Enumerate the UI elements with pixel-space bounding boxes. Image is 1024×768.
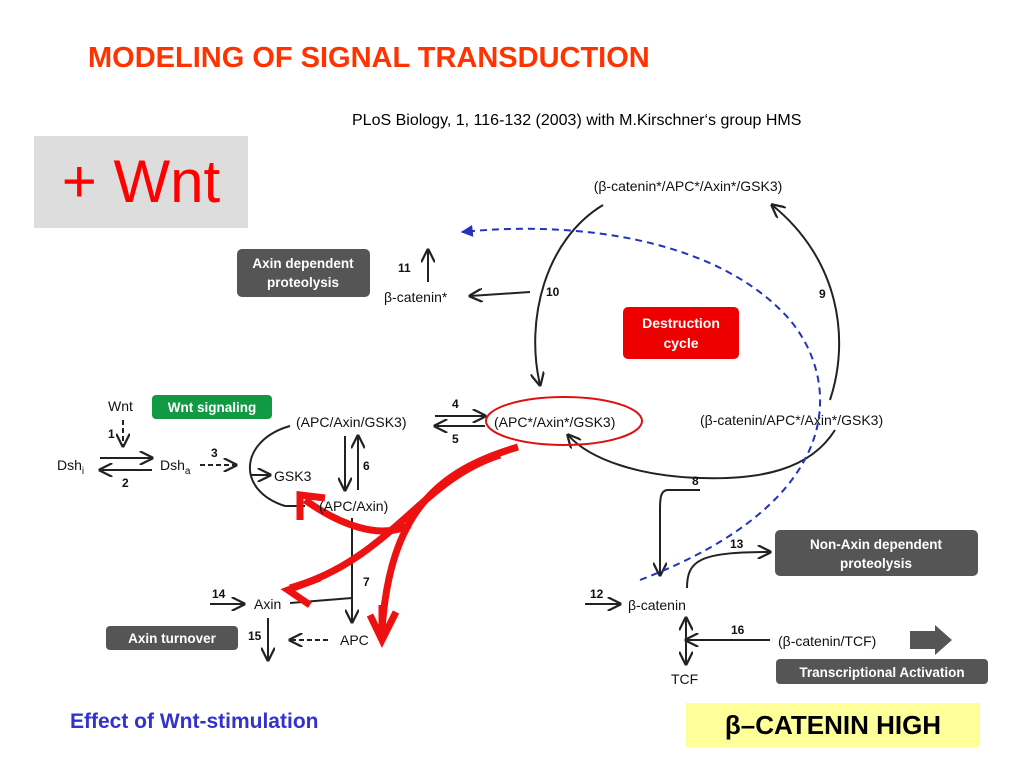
reaction-8: 8 (692, 474, 699, 488)
species-apc: APC (340, 632, 369, 648)
reaction-13: 13 (730, 537, 744, 551)
species-dsh-a: Dsha (160, 457, 191, 477)
reaction-5: 5 (452, 432, 459, 446)
reaction-2: 2 (122, 476, 129, 490)
red-arrow-axin (289, 451, 502, 592)
axin-dependent-line1: Axin dependent (252, 256, 354, 271)
arrow-13 (686, 552, 770, 589)
non-axin-box (775, 530, 978, 576)
wnt-signaling-box (152, 395, 272, 419)
highlight-ellipse (485, 396, 643, 446)
arrow-8 (660, 489, 700, 575)
non-axin-line2: proteolysis (840, 556, 912, 571)
beta-catenin-high-label: β–CATENIN HIGH (686, 703, 980, 747)
reaction-14: 14 (212, 587, 226, 601)
species-wnt: Wnt (108, 398, 133, 414)
axin-turnover-label: Axin turnover (128, 631, 217, 646)
slide-title: MODELING OF SIGNAL TRANSDUCTION (88, 42, 650, 74)
species-dsh-i: Dshi (57, 457, 84, 477)
arc-8 (568, 429, 836, 480)
reaction-1: 1 (108, 427, 115, 441)
non-axin-line1: Non-Axin dependent (810, 537, 942, 552)
species-axin: Axin (254, 596, 281, 612)
wnt-inhibition-path (460, 224, 821, 581)
transcriptional-label: Transcriptional Activation (799, 665, 964, 680)
arc-10 (535, 204, 604, 385)
destruction-line1: Destruction (642, 315, 720, 331)
axin-turnover-box (106, 626, 238, 650)
transcriptional-box (776, 659, 988, 684)
destruction-cycle-box (623, 307, 739, 359)
reaction-15: 15 (248, 629, 262, 643)
reaction-12: 12 (590, 587, 604, 601)
wnt-signaling-label: Wnt signaling (168, 400, 257, 415)
red-arrow-apc-head (366, 605, 400, 648)
red-arrow-apc (378, 443, 519, 631)
species-bc-apc-axin-gsk3-star: (β-catenin*/APC*/Axin*/GSK3) (594, 178, 783, 194)
reaction-10: 10 (546, 285, 560, 299)
species-bc-tcf: (β-catenin/TCF) (778, 633, 876, 649)
transcription-arrow-icon (910, 625, 952, 655)
arrow-to-bc-star (470, 292, 531, 296)
reaction-9: 9 (819, 287, 826, 301)
species-bc-star: β-catenin* (384, 289, 448, 305)
species-tcf: TCF (671, 671, 698, 687)
reaction-6: 6 (363, 459, 370, 473)
axin-dependent-line2: proteolysis (267, 275, 339, 290)
axin-dependent-box (237, 249, 370, 297)
reaction-11: 11 (398, 261, 411, 275)
species-apc-axin-gsk3-star: (APC*/Axin*/GSK3) (494, 414, 615, 430)
red-arrow-axin-head (280, 574, 322, 608)
curve-dissociation (248, 425, 305, 507)
reaction-3: 3 (211, 446, 218, 460)
species-apc-axin: (APC/Axin) (319, 498, 388, 514)
species-gsk3: GSK3 (274, 468, 312, 484)
species-bc-apc-axin-gsk3: (β-catenin/APC*/Axin*/GSK3) (700, 412, 883, 428)
reaction-4: 4 (452, 397, 459, 411)
arc-9 (772, 205, 841, 401)
effect-caption: Effect of Wnt-stimulation (70, 710, 319, 733)
species-bc: β-catenin (628, 597, 686, 613)
reaction-16: 16 (731, 623, 745, 637)
species-apc-axin-gsk3: (APC/Axin/GSK3) (296, 414, 406, 430)
red-arrow-gsk3 (302, 497, 412, 535)
wnt-stimulus-label: + Wnt (34, 136, 248, 228)
red-arrow-gsk3-head (296, 491, 326, 520)
reaction-7: 7 (363, 575, 370, 589)
citation: PLoS Biology, 1, 116-132 (2003) with M.K… (352, 112, 802, 129)
destruction-line2: cycle (663, 335, 698, 351)
